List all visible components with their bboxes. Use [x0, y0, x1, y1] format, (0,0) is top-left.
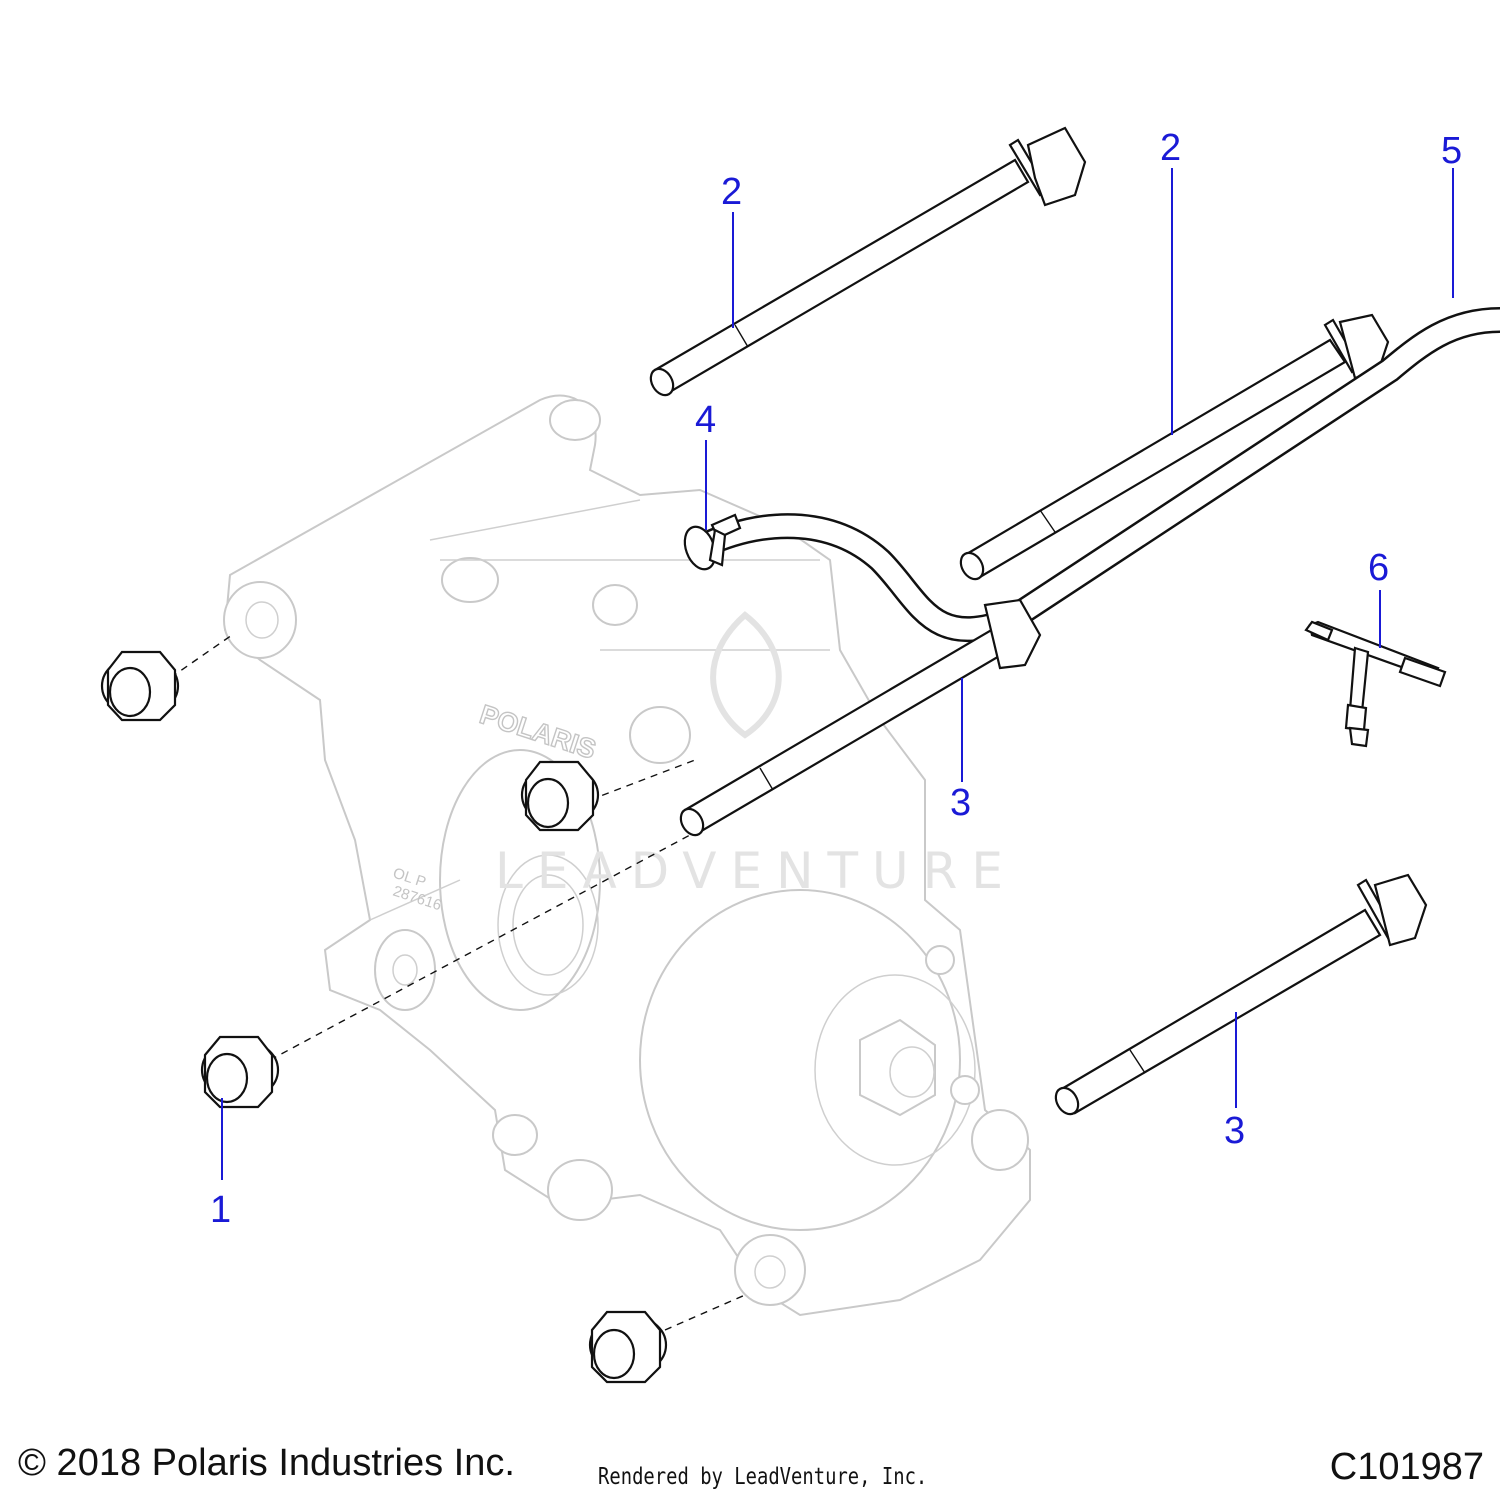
bolt-3-housing[interactable] [676, 598, 1042, 839]
bolt-3-lower-right[interactable] [1051, 873, 1428, 1118]
bolt-2-upper-left[interactable] [646, 126, 1087, 399]
callout-6: 6 [1368, 547, 1389, 589]
callout-3-lower: 3 [1224, 1110, 1245, 1152]
flange-nut-middle[interactable] [520, 760, 600, 832]
gearcase-housing: POLARIS OL P 287616 [223, 394, 1031, 1317]
callout-4: 4 [695, 399, 716, 441]
flange-nut-lower-left[interactable] [200, 1035, 280, 1109]
copyright-notice: © 2018 Polaris Industries Inc. [18, 1442, 515, 1484]
watermark-flame-icon [710, 611, 782, 739]
callout-1: 1 [210, 1189, 231, 1231]
hose-clamp-4[interactable] [679, 513, 742, 573]
watermark-text: LEADVENTURE [495, 842, 1017, 900]
flange-nut-upper-left[interactable] [100, 650, 180, 722]
flange-nut-bottom[interactable] [588, 1310, 668, 1384]
callout-5: 5 [1441, 130, 1462, 172]
bolt-2-upper-right[interactable] [956, 313, 1390, 583]
assembly-line [269, 834, 691, 1061]
rendered-by-credit: Rendered by LeadVenture, Inc. [598, 1464, 928, 1490]
callout-2-left: 2 [721, 171, 742, 213]
tee-fitting-6[interactable] [1304, 620, 1447, 748]
callout-3-upper: 3 [950, 782, 971, 824]
assembly-line [664, 1294, 746, 1331]
diagram-id: C101987 [1329, 1446, 1484, 1488]
hose-5[interactable] [699, 307, 1500, 643]
assembly-line [589, 759, 696, 801]
callout-2-right: 2 [1160, 127, 1181, 169]
